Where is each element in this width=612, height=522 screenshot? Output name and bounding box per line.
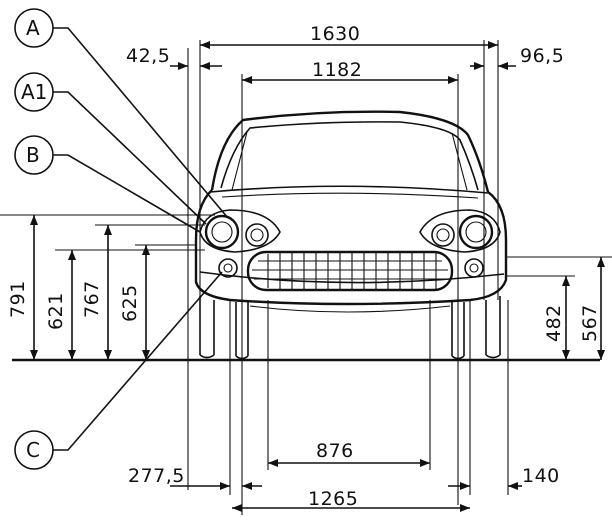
hood-top-line — [209, 185, 489, 194]
dim-567 — [597, 257, 605, 360]
dim-label-277-5: 277,5 — [128, 465, 185, 487]
height-extension-lines — [0, 214, 612, 277]
callout-label-B: B — [26, 143, 40, 167]
dim-876 — [268, 459, 430, 467]
dim-label-876: 876 — [316, 440, 354, 462]
headlight-left-outer — [204, 214, 240, 250]
dim-1182 — [242, 76, 458, 84]
dim-625 — [142, 245, 150, 360]
car-front-view — [194, 110, 508, 360]
dim-label-625: 625 — [119, 284, 141, 322]
roof-outline — [210, 110, 490, 193]
dim-label-96-5: 96,5 — [520, 45, 564, 67]
callout-A1 — [14, 72, 207, 225]
headlight-housing-left — [199, 209, 281, 253]
a-pillar-left — [231, 131, 248, 191]
dim-label-1265: 1265 — [308, 488, 358, 510]
dim-label-621: 621 — [45, 292, 67, 330]
callout-label-C: C — [26, 438, 40, 462]
hood-crease — [221, 192, 479, 199]
bumper-line — [199, 271, 505, 284]
callout-label-A1: A1 — [21, 80, 47, 104]
dim-label-1182: 1182 — [312, 59, 362, 81]
headlight-right-inner — [431, 223, 455, 247]
dim-label-767: 767 — [81, 280, 103, 318]
dim-791 — [30, 215, 38, 360]
a-pillar-right — [451, 132, 468, 191]
dim-482 — [562, 276, 570, 360]
callout-A — [14, 8, 229, 219]
extension-lines-vertical — [187, 40, 509, 515]
underbody-line — [249, 305, 451, 313]
indicator-lamp-left — [218, 258, 238, 278]
dim-277-5 — [170, 482, 262, 490]
dim-96-5 — [470, 62, 516, 70]
grille-mesh — [252, 253, 448, 289]
dim-label-1630: 1630 — [310, 23, 360, 45]
headlight-left-inner — [245, 223, 269, 247]
dim-42-5 — [170, 62, 222, 70]
dim-621 — [68, 250, 76, 360]
headlight-housing-right — [419, 209, 501, 253]
dim-label-140: 140 — [522, 465, 560, 487]
dim-label-791: 791 — [7, 280, 29, 318]
headlight-right-outer — [458, 214, 494, 250]
body-outline — [194, 189, 508, 306]
dim-767 — [104, 225, 112, 360]
dim-1265 — [232, 504, 470, 512]
dim-label-482: 482 — [543, 304, 565, 342]
dim-label-567: 567 — [579, 304, 601, 342]
windshield-outline — [220, 121, 479, 191]
callout-C — [14, 271, 223, 470]
tire-left-outer — [199, 296, 215, 359]
dim-1630 — [200, 41, 498, 49]
callout-label-A: A — [26, 16, 40, 40]
callout-B — [14, 135, 201, 233]
dim-label-42-5: 42,5 — [126, 45, 170, 67]
dim-140 — [448, 482, 522, 490]
indicator-lamp-right — [464, 258, 484, 278]
tire-right-outer — [485, 296, 501, 359]
grille-outline — [246, 250, 454, 292]
